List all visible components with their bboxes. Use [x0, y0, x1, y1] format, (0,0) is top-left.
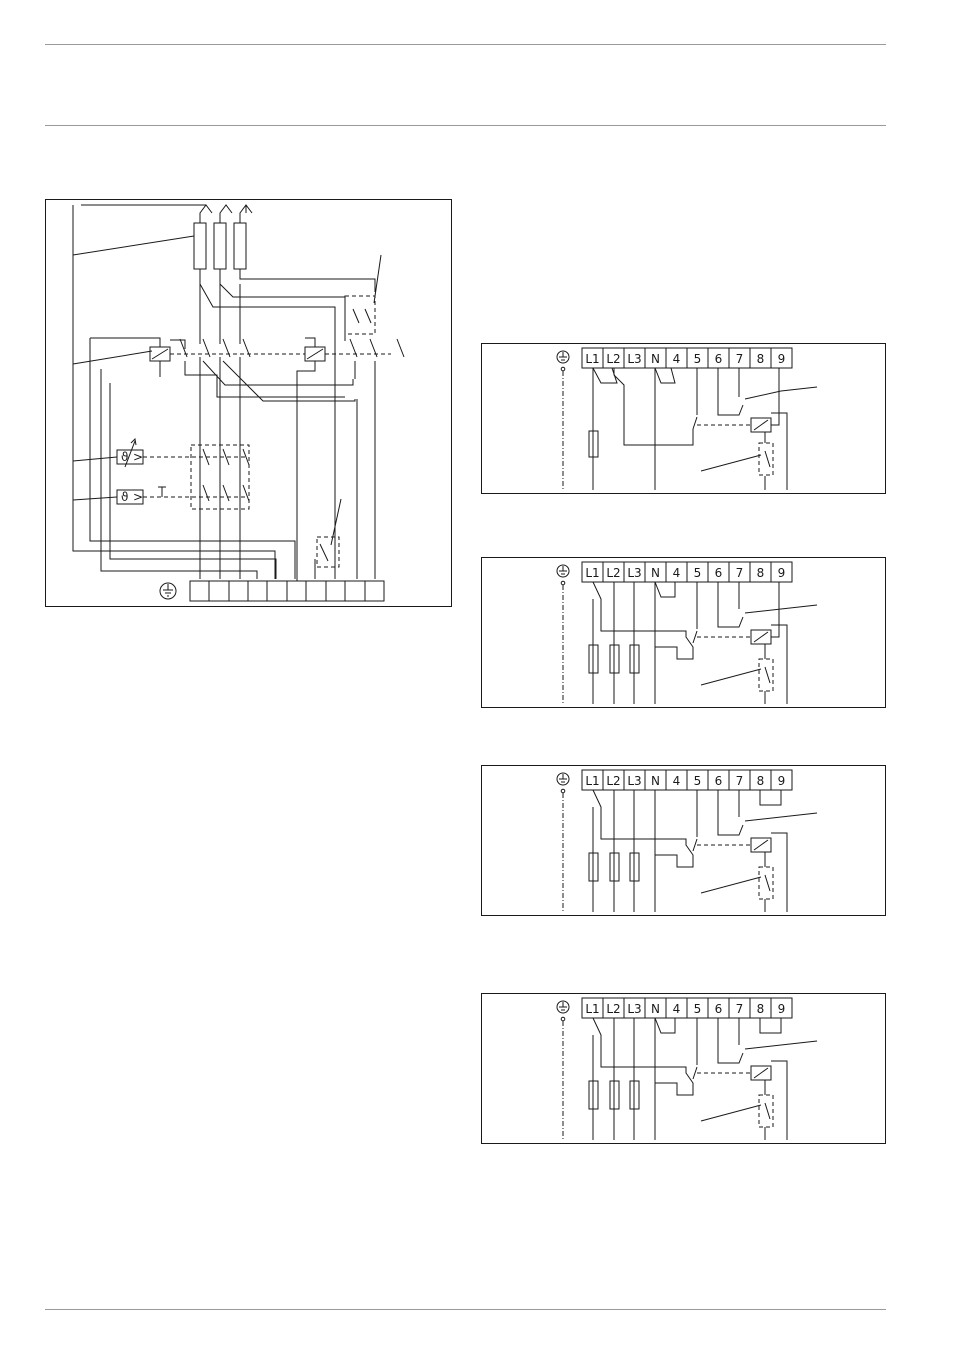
svg-text:>: > — [133, 450, 143, 464]
internal-wiring-diagram: ϑ > ϑ > — [45, 199, 452, 607]
terminal-6: 6 — [715, 566, 723, 580]
terminal-7: 7 — [736, 774, 744, 788]
svg-text:>: > — [133, 490, 143, 504]
thermostat: ϑ > — [117, 439, 245, 467]
terminal-8: 8 — [757, 774, 765, 788]
terminal-l1: L1 — [585, 566, 599, 580]
terminal-row: L1 L2 L3 N 4 5 6 7 8 9 — [582, 562, 792, 582]
earth-symbol — [557, 1001, 569, 1013]
terminal-4: 4 — [673, 774, 681, 788]
terminal-row: L1 L2 L3 N 4 5 6 7 8 9 — [582, 998, 792, 1018]
terminal-row: L1 L2 L3 N 4 5 6 7 8 9 — [582, 348, 792, 368]
terminal-7: 7 — [736, 1002, 744, 1016]
terminal-8: 8 — [757, 566, 765, 580]
svg-text:ϑ: ϑ — [121, 490, 128, 504]
terminal-5: 5 — [694, 352, 702, 366]
header-bottom-rule — [45, 125, 886, 126]
connection-diagram-1: L1 L2 L3 N 4 5 6 7 8 9 — [481, 343, 886, 494]
terminal-4: 4 — [673, 1002, 681, 1016]
terminal-l1: L1 — [585, 352, 599, 366]
terminal-5: 5 — [694, 1002, 702, 1016]
terminal-l3: L3 — [627, 566, 641, 580]
terminal-l3: L3 — [627, 774, 641, 788]
footer-rule — [45, 1309, 886, 1310]
terminal-strip — [190, 581, 384, 601]
terminal-n: N — [651, 774, 660, 788]
safety-limiter: ϑ > — [117, 487, 245, 504]
terminal-7: 7 — [736, 352, 744, 366]
terminal-9: 9 — [778, 1002, 786, 1016]
terminal-l3: L3 — [627, 1002, 641, 1016]
terminal-9: 9 — [778, 352, 786, 366]
terminal-8: 8 — [757, 352, 765, 366]
terminal-l2: L2 — [606, 352, 620, 366]
terminal-6: 6 — [715, 1002, 723, 1016]
terminal-7: 7 — [736, 566, 744, 580]
terminal-n: N — [651, 566, 660, 580]
terminal-8: 8 — [757, 1002, 765, 1016]
connection-diagram-3: L1 L2 L3 N 4 5 6 7 8 9 — [481, 765, 886, 916]
connection-diagram-4: L1 L2 L3 N 4 5 6 7 8 9 — [481, 993, 886, 1144]
terminal-6: 6 — [715, 352, 723, 366]
terminal-6: 6 — [715, 774, 723, 788]
heating-elements — [81, 205, 252, 269]
terminal-row: L1 L2 L3 N 4 5 6 7 8 9 — [582, 770, 792, 790]
terminal-l1: L1 — [585, 1002, 599, 1016]
terminal-9: 9 — [778, 566, 786, 580]
terminal-l2: L2 — [606, 774, 620, 788]
terminal-4: 4 — [673, 352, 681, 366]
earth-symbol — [557, 565, 569, 577]
terminal-l3: L3 — [627, 352, 641, 366]
earth-symbol — [160, 583, 176, 599]
earth-symbol — [557, 351, 569, 363]
earth-symbol — [557, 773, 569, 785]
terminal-l2: L2 — [606, 1002, 620, 1016]
terminal-l2: L2 — [606, 566, 620, 580]
terminal-5: 5 — [694, 774, 702, 788]
terminal-9: 9 — [778, 774, 786, 788]
terminal-n: N — [651, 1002, 660, 1016]
header-top-rule — [45, 44, 886, 45]
terminal-l1: L1 — [585, 774, 599, 788]
terminal-5: 5 — [694, 566, 702, 580]
terminal-4: 4 — [673, 566, 681, 580]
connection-diagram-2: L1 L2 L3 N 4 5 6 7 8 9 — [481, 557, 886, 708]
terminal-n: N — [651, 352, 660, 366]
